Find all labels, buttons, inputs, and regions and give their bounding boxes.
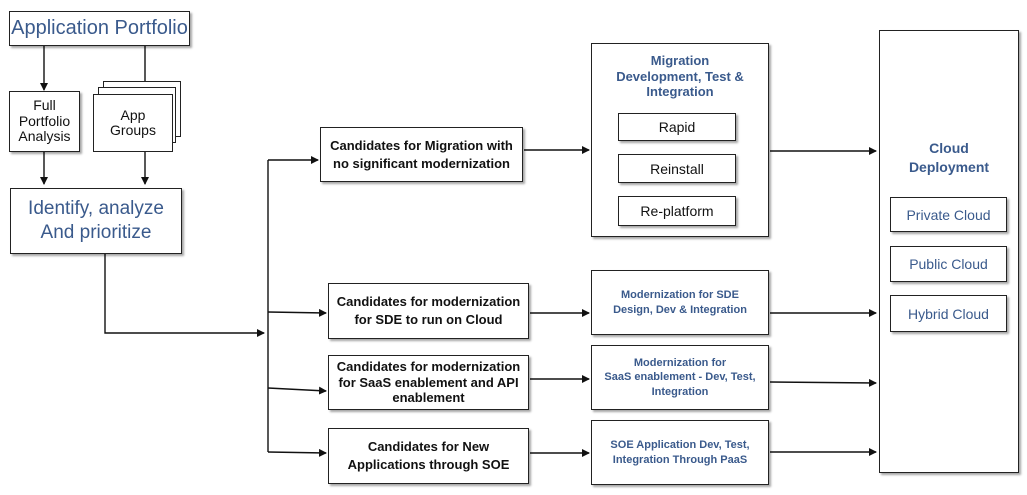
cloud-option-private-label: Private Cloud: [906, 206, 991, 223]
cloud-option-hybrid: Hybrid Cloud: [890, 295, 1007, 332]
full-portfolio-analysis-label: Full Portfolio Analysis: [18, 97, 71, 145]
modernization-sde-label: Modernization for SDE Design, Dev & Inte…: [613, 289, 747, 316]
arrow-trunk-to-saas: [267, 386, 327, 395]
migration-item-replatform: Re-platform: [618, 196, 736, 226]
cloud-deployment-title: Cloud Deployment: [908, 140, 990, 175]
candidates-migration-box: Candidates for Migration with no signifi…: [320, 127, 523, 182]
candidates-sde-box: Candidates for modernization for SDE to …: [328, 283, 529, 339]
candidates-sde-label: Candidates for modernization for SDE to …: [336, 294, 521, 327]
modernization-soe-label: SOE Application Dev, Test, Integration T…: [610, 439, 750, 466]
application-portfolio-box: Application Portfolio: [9, 11, 190, 46]
arrow-trunk-to-sde: [267, 308, 327, 317]
migration-item-reinstall: Reinstall: [618, 154, 736, 183]
identify-analyze-prioritize-box: Identify, analyze And prioritize: [10, 188, 182, 254]
modernization-soe-box: SOE Application Dev, Test, Integration T…: [591, 420, 769, 485]
migration-item-replatform-label: Re-platform: [640, 203, 714, 219]
full-portfolio-analysis-box: Full Portfolio Analysis: [9, 91, 80, 152]
modernization-saas-box: Modernization for SaaS enablement - Dev,…: [591, 345, 769, 410]
cloud-option-hybrid-label: Hybrid Cloud: [908, 305, 989, 322]
modernization-saas-label: Modernization for SaaS enablement - Dev,…: [604, 357, 756, 398]
app-groups-box: App Groups: [93, 94, 173, 152]
migration-item-rapid: Rapid: [618, 113, 736, 141]
identify-analyze-prioritize-label: Identify, analyze And prioritize: [28, 198, 164, 243]
candidates-soe-box: Candidates for New Applications through …: [328, 428, 529, 484]
candidates-migration-label: Candidates for Migration with no signifi…: [330, 137, 513, 171]
arrow-identify-to-trunk: [104, 254, 265, 337]
candidates-soe-label: Candidates for New Applications through …: [347, 439, 510, 472]
arrow-trunk-to-soe: [267, 448, 327, 457]
app-groups-label: App Groups: [110, 106, 156, 138]
cloud-option-public-label: Public Cloud: [909, 256, 988, 272]
candidates-saas-label: Candidates for modernization for SaaS en…: [336, 359, 521, 406]
application-portfolio-label: Application Portfolio: [11, 17, 188, 39]
migration-panel-title: Migration Development, Test & Integratio…: [616, 53, 744, 100]
migration-item-reinstall-label: Reinstall: [650, 160, 704, 177]
modernization-sde-box: Modernization for SDE Design, Dev & Inte…: [591, 270, 769, 335]
arrow-saas-mod-to-cloud: [769, 378, 877, 387]
candidates-saas-box: Candidates for modernization for SaaS en…: [328, 355, 529, 410]
migration-item-rapid-label: Rapid: [658, 119, 696, 135]
cloud-option-public: Public Cloud: [890, 246, 1007, 282]
cloud-option-private: Private Cloud: [890, 197, 1007, 232]
